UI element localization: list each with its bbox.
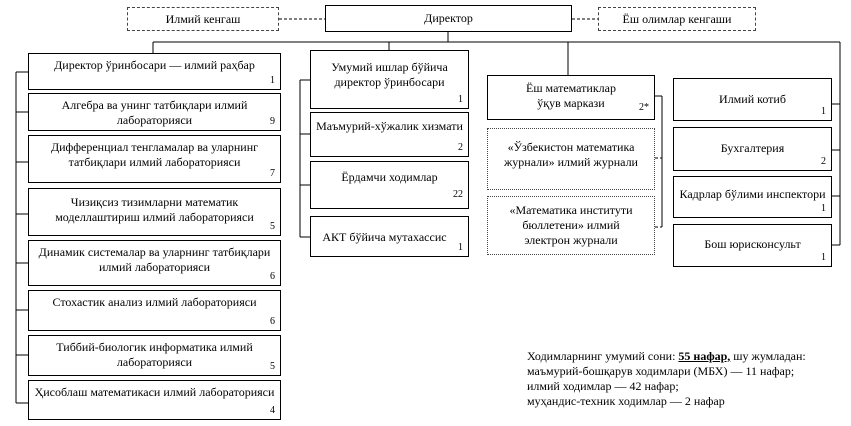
summary-line-admin: маъмурий-бошқарув ходимлари (МБХ) — 11 н… bbox=[527, 364, 795, 378]
col2-box-admin-service: Маъмурий-хўжалик хизмати 2 bbox=[310, 112, 469, 157]
staff-count: 9 bbox=[270, 116, 275, 127]
col4-box-label: Бош юрисконсульт bbox=[704, 237, 801, 251]
col1-box-label: Стохастик анализ илмий лабораторияси bbox=[52, 295, 257, 309]
staff-count: 1 bbox=[270, 75, 275, 86]
director-box: Директор bbox=[325, 5, 572, 32]
col4-box-hr-inspector: Кадрлар бўлими инспектори 1 bbox=[673, 176, 832, 218]
staff-count: 2* bbox=[639, 102, 649, 113]
young-scientists-council-box: Ёш олимлар кенгаши bbox=[598, 7, 756, 31]
col3-box-youth-math-center: Ёш математиклар ўқув маркази 2* bbox=[487, 75, 655, 120]
summary-line-scientific: илмий ходимлар — 42 нафар; bbox=[527, 379, 679, 393]
staff-summary: Ходимларнинг умумий сони: 55 нафар, шу ж… bbox=[527, 349, 847, 409]
staff-count: 6 bbox=[270, 316, 275, 327]
col1-box-algebra-lab: Алгебра ва унинг татбиқлари илмий лабора… bbox=[28, 93, 281, 131]
col1-box-label: Тиббий-биологик информатика илмий лабора… bbox=[56, 340, 253, 369]
col2-box-label: АКТ бўйича мутахассис bbox=[322, 230, 447, 244]
staff-count: 2 bbox=[821, 156, 826, 167]
col2-box-deputy-general: Умумий ишлар бўйича директор ўринбосари … bbox=[310, 50, 469, 109]
col1-box-computational-math-lab: Ҳисоблаш математикаси илмий лабораторияс… bbox=[28, 380, 281, 420]
staff-count: 4 bbox=[270, 405, 275, 416]
staff-count: 5 bbox=[270, 221, 275, 232]
col3-box-uzbek-math-journal: «Ўзбекистон математика журнали» илмий жу… bbox=[487, 128, 655, 190]
staff-count: 1 bbox=[458, 242, 463, 253]
col3-box-label: «Ўзбекистон математика журнали» илмий жу… bbox=[504, 140, 638, 169]
col2-box-label: Ёрдамчи ходимлар bbox=[341, 170, 438, 184]
science-council-label: Илмий кенгаш bbox=[165, 12, 241, 26]
col1-box-nonlinear-systems-lab: Чизиқсиз тизимларни математик моделлашти… bbox=[28, 188, 281, 236]
summary-line-total: Ходимларнинг умумий сони: 55 нафар, шу ж… bbox=[527, 349, 847, 364]
director-label: Директор bbox=[424, 11, 473, 25]
staff-count: 1 bbox=[821, 106, 826, 117]
summary-line-technical: муҳандис-техник ходимлар — 2 нафар bbox=[527, 394, 725, 408]
summary-total-value: 55 нафар, bbox=[678, 349, 731, 363]
science-council-box: Илмий кенгаш bbox=[127, 7, 279, 31]
col4-box-label: Илмий котиб bbox=[719, 92, 786, 106]
staff-count: 2 bbox=[458, 142, 463, 153]
col1-box-stochastic-lab: Стохастик анализ илмий лабораторияси 6 bbox=[28, 290, 281, 331]
col1-box-label: Директор ўринбосари — илмий раҳбар bbox=[54, 58, 255, 72]
col2-box-ict-specialist: АКТ бўйича мутахассис 1 bbox=[310, 216, 469, 257]
col4-box-chief-legal-counsel: Бош юрисконсульт 1 bbox=[673, 224, 832, 267]
staff-count: 5 bbox=[270, 361, 275, 372]
col1-box-label: Динамик системалар ва уларнинг татбиқлар… bbox=[38, 245, 271, 274]
col1-box-label: Алгебра ва унинг татбиқлари илмий лабора… bbox=[61, 98, 248, 127]
staff-count: 1 bbox=[458, 94, 463, 105]
col4-box-label: Бухгалтерия bbox=[720, 141, 785, 155]
col2-box-label: Умумий ишлар бўйича директор ўринбосари bbox=[331, 60, 448, 89]
col1-box-dynamic-systems-lab: Динамик системалар ва уларнинг татбиқлар… bbox=[28, 240, 281, 286]
summary-total-prefix: Ходимларнинг умумий сони: bbox=[527, 349, 679, 363]
staff-count: 1 bbox=[821, 252, 826, 263]
young-scientists-council-label: Ёш олимлар кенгаши bbox=[622, 12, 732, 26]
col3-box-institute-bulletin: «Математика институти бюллетени» илмий э… bbox=[487, 196, 655, 255]
col1-box-biomedical-lab: Тиббий-биологик информатика илмий лабора… bbox=[28, 335, 281, 376]
summary-total-suffix: шу жумладан: bbox=[730, 349, 806, 363]
col4-box-scientific-secretary: Илмий котиб 1 bbox=[673, 78, 832, 121]
col1-box-label: Дифференциал тенгламалар ва уларнинг тат… bbox=[50, 140, 259, 169]
col3-box-label: Ёш математиклар ўқув маркази bbox=[525, 81, 616, 110]
col1-box-deputy-science: Директор ўринбосари — илмий раҳбар 1 bbox=[28, 53, 281, 90]
staff-count: 22 bbox=[453, 189, 463, 200]
col3-box-label: «Математика институти бюллетени» илмий э… bbox=[509, 203, 633, 247]
staff-count: 1 bbox=[821, 203, 826, 214]
staff-count: 6 bbox=[270, 271, 275, 282]
col2-box-label: Маъмурий-хўжалик хизмати bbox=[316, 119, 463, 133]
col1-box-label: Ҳисоблаш математикаси илмий лабораторияс… bbox=[34, 385, 275, 399]
col4-box-label: Кадрлар бўлими инспектори bbox=[679, 187, 826, 201]
col4-box-accounting: Бухгалтерия 2 bbox=[673, 127, 832, 171]
col1-box-diff-equations-lab: Дифференциал тенгламалар ва уларнинг тат… bbox=[28, 135, 281, 183]
staff-count: 7 bbox=[270, 168, 275, 179]
col2-box-auxiliary-staff: Ёрдамчи ходимлар 22 bbox=[310, 161, 469, 209]
col1-box-label: Чизиқсиз тизимларни математик моделлашти… bbox=[55, 195, 254, 224]
